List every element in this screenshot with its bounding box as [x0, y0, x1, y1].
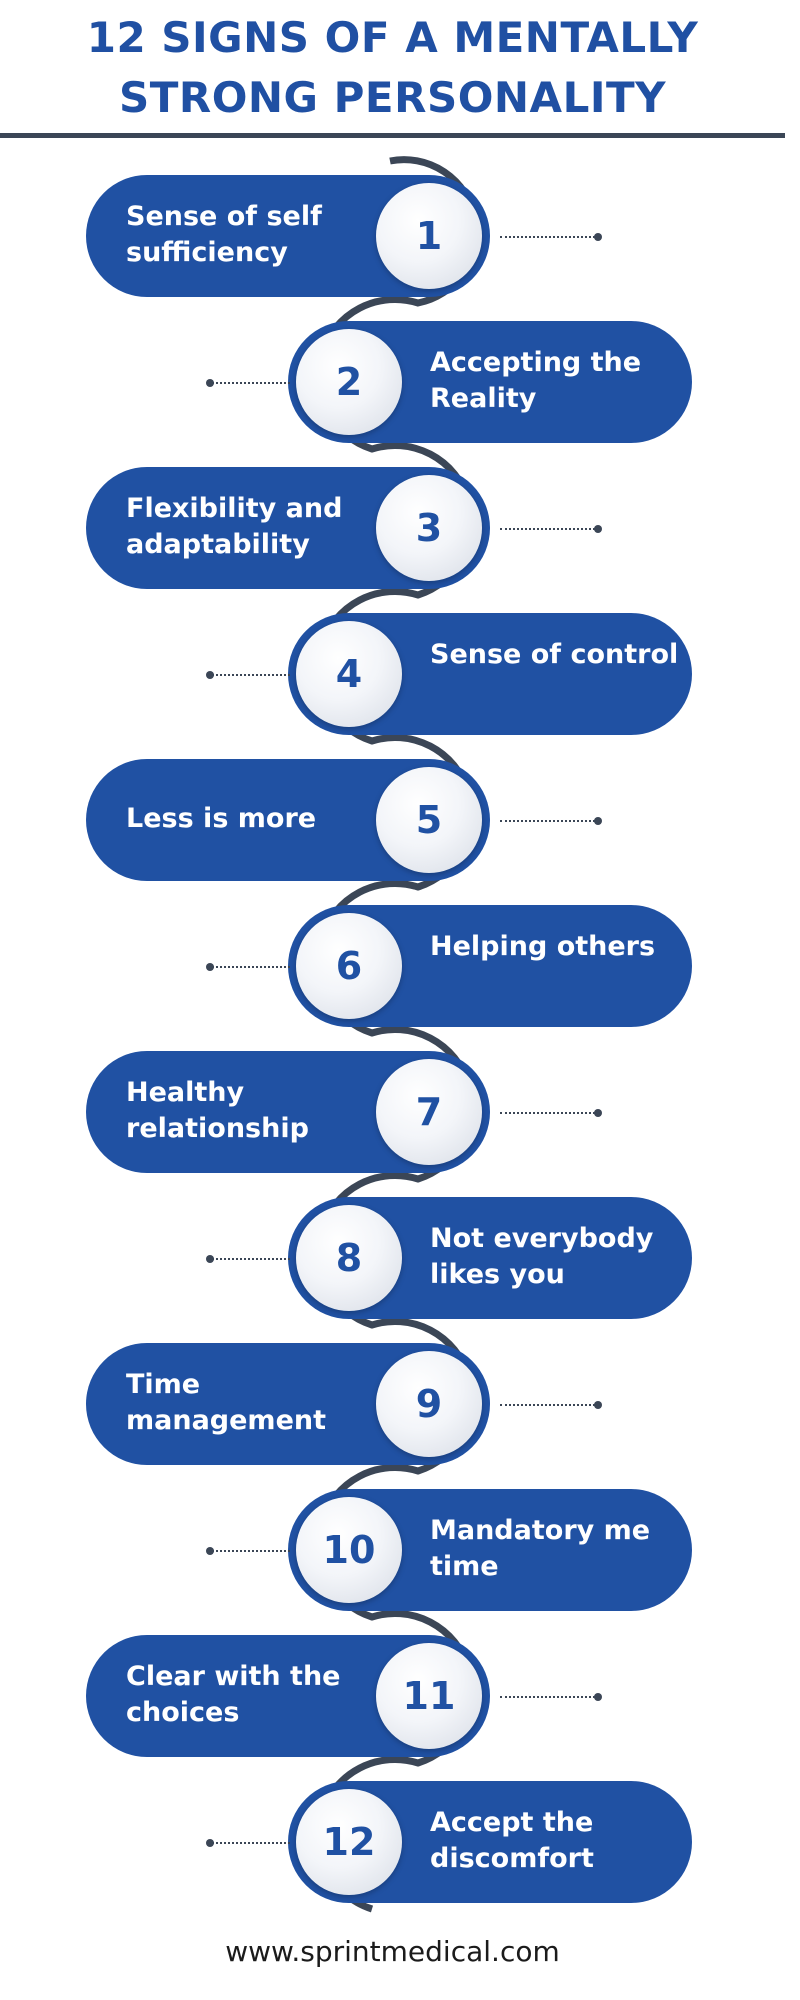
connector-end-dot — [206, 379, 214, 387]
sign-number-badge: 4 — [296, 621, 402, 727]
sign-item-2: Accepting the Reality 2 — [288, 321, 692, 443]
sign-item-9: Time management 9 — [86, 1343, 490, 1465]
connector-end-dot — [206, 1547, 214, 1555]
connector-end-dot — [594, 1693, 602, 1701]
dotted-connector — [212, 1550, 290, 1552]
sign-number-badge: 5 — [376, 767, 482, 873]
dotted-connector — [212, 966, 290, 968]
title-divider — [0, 133, 785, 138]
connector-end-dot — [206, 963, 214, 971]
sign-label: Healthy relationship — [126, 1077, 309, 1144]
connector-end-dot — [206, 1839, 214, 1847]
sign-number-badge: 7 — [376, 1059, 482, 1165]
footer-url: www.sprintmedical.com — [225, 1935, 560, 1968]
connector-end-dot — [594, 1401, 602, 1409]
sign-label: Less is more — [126, 803, 317, 834]
connector-end-dot — [206, 671, 214, 679]
sign-label: Mandatory me time — [430, 1515, 651, 1582]
sign-label: Sense of self sufficiency — [126, 201, 322, 268]
sign-item-4: Sense of control 4 — [288, 613, 692, 735]
dotted-connector — [500, 1696, 595, 1698]
sign-item-1: Sense of self sufficiency 1 — [86, 175, 490, 297]
sign-item-12: Accept the discomfort 12 — [288, 1781, 692, 1903]
sign-label: Time management — [126, 1369, 327, 1436]
sign-label: Not everybody likes you — [430, 1223, 654, 1290]
sign-number-badge: 2 — [296, 329, 402, 435]
page-title: 12 SIGNS OF A MENTALLY STRONG PERSONALIT… — [86, 13, 699, 122]
sign-label: Sense of control — [430, 639, 679, 670]
sign-label: Helping others — [430, 931, 656, 962]
connector-end-dot — [594, 1109, 602, 1117]
sign-item-11: Clear with the choices 11 — [86, 1635, 490, 1757]
sign-number-badge: 6 — [296, 913, 402, 1019]
sign-number-badge: 3 — [376, 475, 482, 581]
connector-end-dot — [594, 525, 602, 533]
dotted-connector — [500, 1112, 595, 1114]
dotted-connector — [500, 528, 595, 530]
sign-number-badge: 8 — [296, 1205, 402, 1311]
dotted-connector — [212, 674, 290, 676]
sign-item-6: Helping others 6 — [288, 905, 692, 1027]
sign-item-3: Flexibility and adaptability 3 — [86, 467, 490, 589]
sign-number-badge: 10 — [296, 1497, 402, 1603]
sign-number-badge: 12 — [296, 1789, 402, 1895]
sign-item-10: Mandatory me time 10 — [288, 1489, 692, 1611]
dotted-connector — [500, 820, 595, 822]
sign-item-8: Not everybody likes you 8 — [288, 1197, 692, 1319]
sign-number-badge: 1 — [376, 183, 482, 289]
connector-end-dot — [594, 233, 602, 241]
sign-label: Accepting the Reality — [430, 347, 642, 414]
dotted-connector — [500, 1404, 595, 1406]
dotted-connector — [212, 1258, 290, 1260]
dotted-connector — [212, 1842, 290, 1844]
sign-label: Accept the discomfort — [430, 1807, 594, 1874]
dotted-connector — [500, 236, 595, 238]
sign-number-badge: 11 — [376, 1643, 482, 1749]
sign-item-5: Less is more 5 — [86, 759, 490, 881]
connector-end-dot — [206, 1255, 214, 1263]
sign-label: Flexibility and adaptability — [126, 493, 343, 560]
sign-label: Clear with the choices — [126, 1661, 341, 1728]
sign-item-7: Healthy relationship 7 — [86, 1051, 490, 1173]
connector-end-dot — [594, 817, 602, 825]
sign-number-badge: 9 — [376, 1351, 482, 1457]
dotted-connector — [212, 382, 290, 384]
